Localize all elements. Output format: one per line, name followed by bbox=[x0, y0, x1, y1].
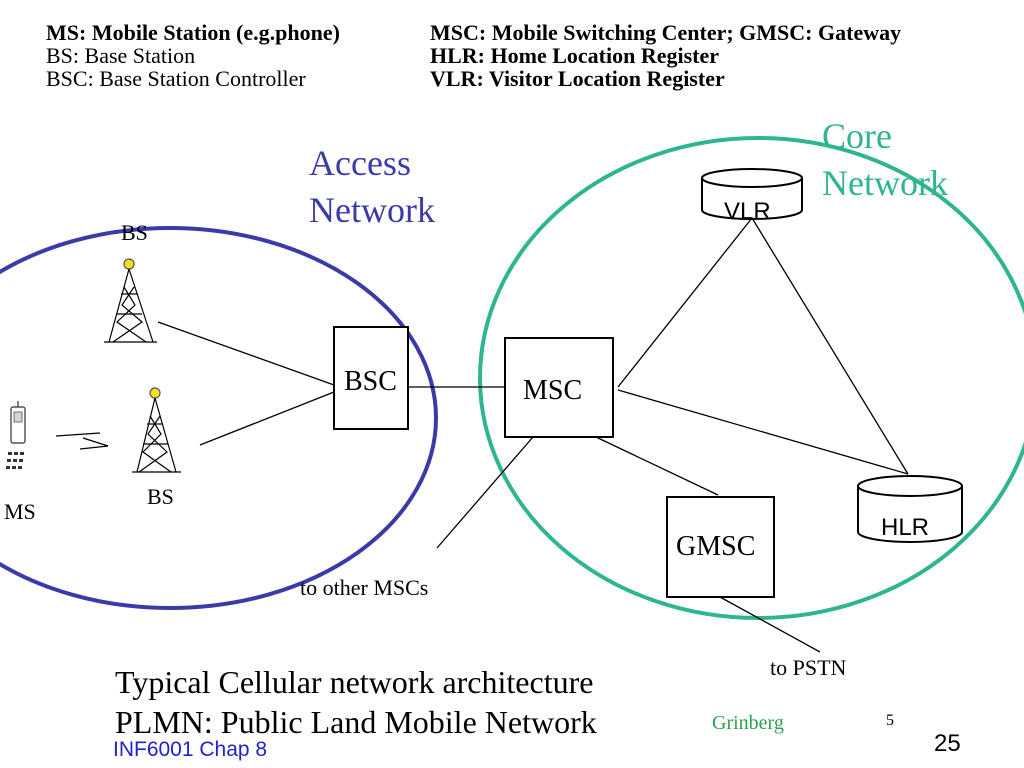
bs-tower-icon bbox=[132, 387, 181, 473]
caption-title: Typical Cellular network architecture bbox=[115, 664, 594, 700]
link-vlr-hlr bbox=[751, 217, 909, 475]
legend-vlr: VLR: Visitor Location Register bbox=[430, 66, 725, 91]
core-network-label: Core bbox=[822, 116, 892, 156]
legend-bsc: BSC: Base Station Controller bbox=[46, 66, 306, 91]
caption-plmn: PLMN: Public Land Mobile Network bbox=[115, 704, 597, 740]
legend-msc: MSC: Mobile Switching Center; GMSC: Gate… bbox=[430, 20, 902, 45]
link-bs-top-bsc bbox=[157, 321, 335, 386]
access-network-label: Access bbox=[309, 143, 411, 183]
access-network-label: Network bbox=[309, 190, 435, 230]
radio-link-icon bbox=[55, 432, 109, 450]
link-msc-vlr bbox=[617, 217, 753, 388]
gmsc-label: GMSC bbox=[676, 531, 755, 562]
ms-label: MS bbox=[4, 499, 36, 524]
bs-label: BS bbox=[147, 484, 174, 509]
legend-ms: MS: Mobile Station (e.g.phone) bbox=[46, 20, 340, 45]
hlr-database-icon bbox=[857, 475, 963, 543]
course-label: INF6001 Chap 8 bbox=[113, 738, 268, 761]
link-gmsc-pstn bbox=[719, 596, 821, 653]
mobile-phone-icon bbox=[6, 401, 26, 469]
hlr-label: HLR bbox=[881, 514, 929, 541]
link-msc-gmsc bbox=[595, 436, 719, 496]
page-number: 25 bbox=[934, 730, 961, 757]
core-network-label: Network bbox=[822, 163, 948, 203]
msc-label: MSC bbox=[523, 375, 582, 406]
legend-bs: BS: Base Station bbox=[46, 43, 196, 68]
slide-number: 5 bbox=[886, 712, 894, 729]
bs-tower-icon bbox=[104, 258, 157, 343]
bs-label: BS bbox=[121, 220, 148, 245]
bsc-box bbox=[333, 326, 409, 430]
link-msc-other bbox=[436, 436, 534, 549]
bsc-label: BSC bbox=[344, 366, 397, 397]
vlr-database-icon bbox=[701, 168, 803, 220]
access-network-ellipse bbox=[0, 226, 438, 610]
pstn-label: to PSTN bbox=[770, 655, 847, 680]
link-bs-bottom-bsc bbox=[199, 391, 335, 446]
author-label: Grinberg bbox=[712, 712, 784, 734]
link-msc-hlr bbox=[617, 389, 909, 475]
msc-box bbox=[504, 337, 614, 438]
vlr-label: VLR bbox=[724, 198, 771, 225]
other-mscs-label: to other MSCs bbox=[300, 575, 428, 600]
gmsc-box bbox=[666, 496, 775, 598]
legend-hlr: HLR: Home Location Register bbox=[430, 43, 719, 68]
